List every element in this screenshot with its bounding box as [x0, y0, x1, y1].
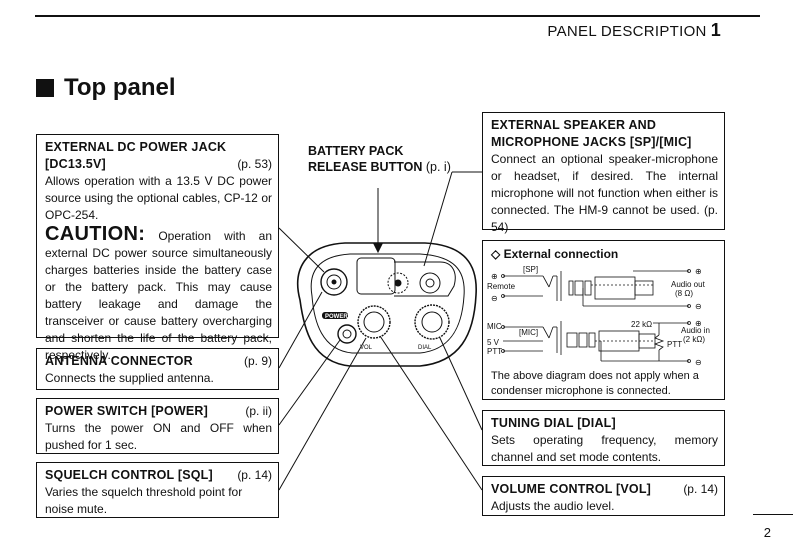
- section-heading: Top panel: [36, 74, 176, 102]
- battery-release-label: BATTERY PACK RELEASE BUTTON (p. i): [308, 143, 451, 175]
- remote-label: Remote: [487, 282, 516, 291]
- 5v-label: 5 V: [487, 338, 500, 347]
- ext-speaker-title1: EXTERNAL SPEAKER AND: [491, 118, 657, 132]
- power-body: Turns the power ON and OFF when pushed f…: [45, 421, 272, 452]
- ext-connection-note: The above diagram does not apply when a …: [491, 370, 699, 397]
- ptt-label: PTT: [487, 347, 502, 356]
- header-title: PANEL DESCRIPTION: [547, 23, 707, 40]
- tuning-title: TUNING DIAL [DIAL]: [491, 416, 616, 430]
- dc-jack-page: (p. 53): [237, 157, 272, 171]
- minus-terminal-2: ⊖: [695, 302, 702, 311]
- audio-in-ohm: (2 kΩ): [683, 335, 705, 344]
- sp-label: [SP]: [523, 265, 538, 274]
- squelch-body: Varies the squelch threshold point for n…: [45, 485, 243, 516]
- vol-panel-label: VOL: [360, 345, 373, 351]
- antenna-box: ANTENNA CONNECTOR (p. 9) Connects the sup…: [36, 348, 279, 390]
- dc-jack-title: EXTERNAL DC POWER JACK: [45, 140, 227, 154]
- antenna-page: (p. 9): [243, 354, 272, 368]
- page-number: 2: [763, 525, 771, 540]
- squelch-title: SQUELCH CONTROL [SQL]: [45, 468, 213, 482]
- ptt-label-2: PTT: [667, 340, 682, 349]
- volume-title: VOLUME CONTROL [VOL]: [491, 482, 652, 496]
- dc-jack-box: EXTERNAL DC POWER JACK [DC13.5V] (p. 53)…: [36, 134, 279, 362]
- volume-page: (p. 14): [683, 482, 718, 496]
- plus-terminal-1: ⊕: [491, 272, 498, 281]
- mic-label: [MIC]: [519, 328, 538, 337]
- tuning-box: TUNING DIAL [DIAL] Sets operating freque…: [482, 410, 725, 466]
- antenna-title: ANTENNA CONNECTOR: [45, 354, 193, 368]
- squelch-page: (p. 14): [237, 468, 272, 482]
- squelch-box: SQUELCH CONTROL [SQL] (p. 14) Varies the …: [36, 462, 279, 518]
- ext-speaker-body: Connect an optional speaker-microphone o…: [491, 151, 718, 236]
- connection-diagram: ⊕ Remote ⊖ [SP] Audio out (8 Ω) ⊕ ⊖ MIC …: [487, 265, 710, 367]
- plus-terminal-3: ⊕: [695, 319, 702, 328]
- power-page: (p. ii): [245, 404, 272, 418]
- square-bullet-icon: [36, 79, 54, 97]
- power-box: POWER SWITCH [POWER] (p. ii) Turns the po…: [36, 398, 279, 454]
- top-rule: [35, 15, 760, 17]
- ext-speaker-box: EXTERNAL SPEAKER AND MICROPHONE JACKS [S…: [482, 112, 725, 234]
- tuning-body: Sets operating frequency, memory channel…: [491, 433, 718, 464]
- audio-out-label: Audio out: [671, 280, 706, 289]
- audio-out-ohm: (8 Ω): [675, 289, 693, 298]
- caution-text: CAUTION: Operation with an external DC p…: [45, 223, 272, 364]
- ext-connection-title: ◇ External connection: [491, 247, 619, 261]
- dc-jack-body: Allows operation with a 13.5 V DC power …: [45, 174, 272, 222]
- section-title: Top panel: [64, 74, 176, 101]
- volume-body: Adjusts the audio level.: [491, 499, 615, 513]
- battery-release-page: (p. i): [425, 160, 451, 174]
- resistor-label: 22 kΩ: [631, 320, 652, 329]
- dial-panel-label: DIAL: [418, 345, 432, 351]
- minus-terminal-1: ⊖: [491, 294, 498, 303]
- ext-speaker-title2: MICROPHONE JACKS [SP]/[MIC]: [491, 135, 692, 149]
- chapter-number: 1: [710, 20, 721, 40]
- power-title: POWER SWITCH [POWER]: [45, 404, 209, 418]
- battery-release-line1: BATTERY PACK: [308, 144, 404, 158]
- minus-terminal-3: ⊖: [695, 358, 702, 367]
- ext-speaker-body-text: Connect an optional speaker-microphone o…: [491, 152, 718, 217]
- plus-terminal-2: ⊕: [695, 267, 702, 276]
- antenna-body: Connects the supplied antenna.: [45, 371, 214, 385]
- caution-heading: CAUTION:: [45, 223, 146, 245]
- audio-in-label: Audio in: [681, 326, 710, 335]
- dc-jack-sub: [DC13.5V]: [45, 157, 106, 171]
- ext-connection-box: ◇ External connection ⊕ Remote: [482, 240, 725, 400]
- ext-speaker-page: (p. 54): [491, 203, 718, 234]
- battery-release-line2: RELEASE BUTTON: [308, 160, 423, 174]
- page-number-rule: [753, 514, 793, 515]
- mic-terminal-label: MIC: [487, 322, 502, 331]
- volume-box: VOLUME CONTROL [VOL] (p. 14) Adjusts the …: [482, 476, 725, 516]
- caution-body: Operation with an external DC power sour…: [45, 229, 272, 362]
- power-panel-label: POWER: [325, 314, 348, 320]
